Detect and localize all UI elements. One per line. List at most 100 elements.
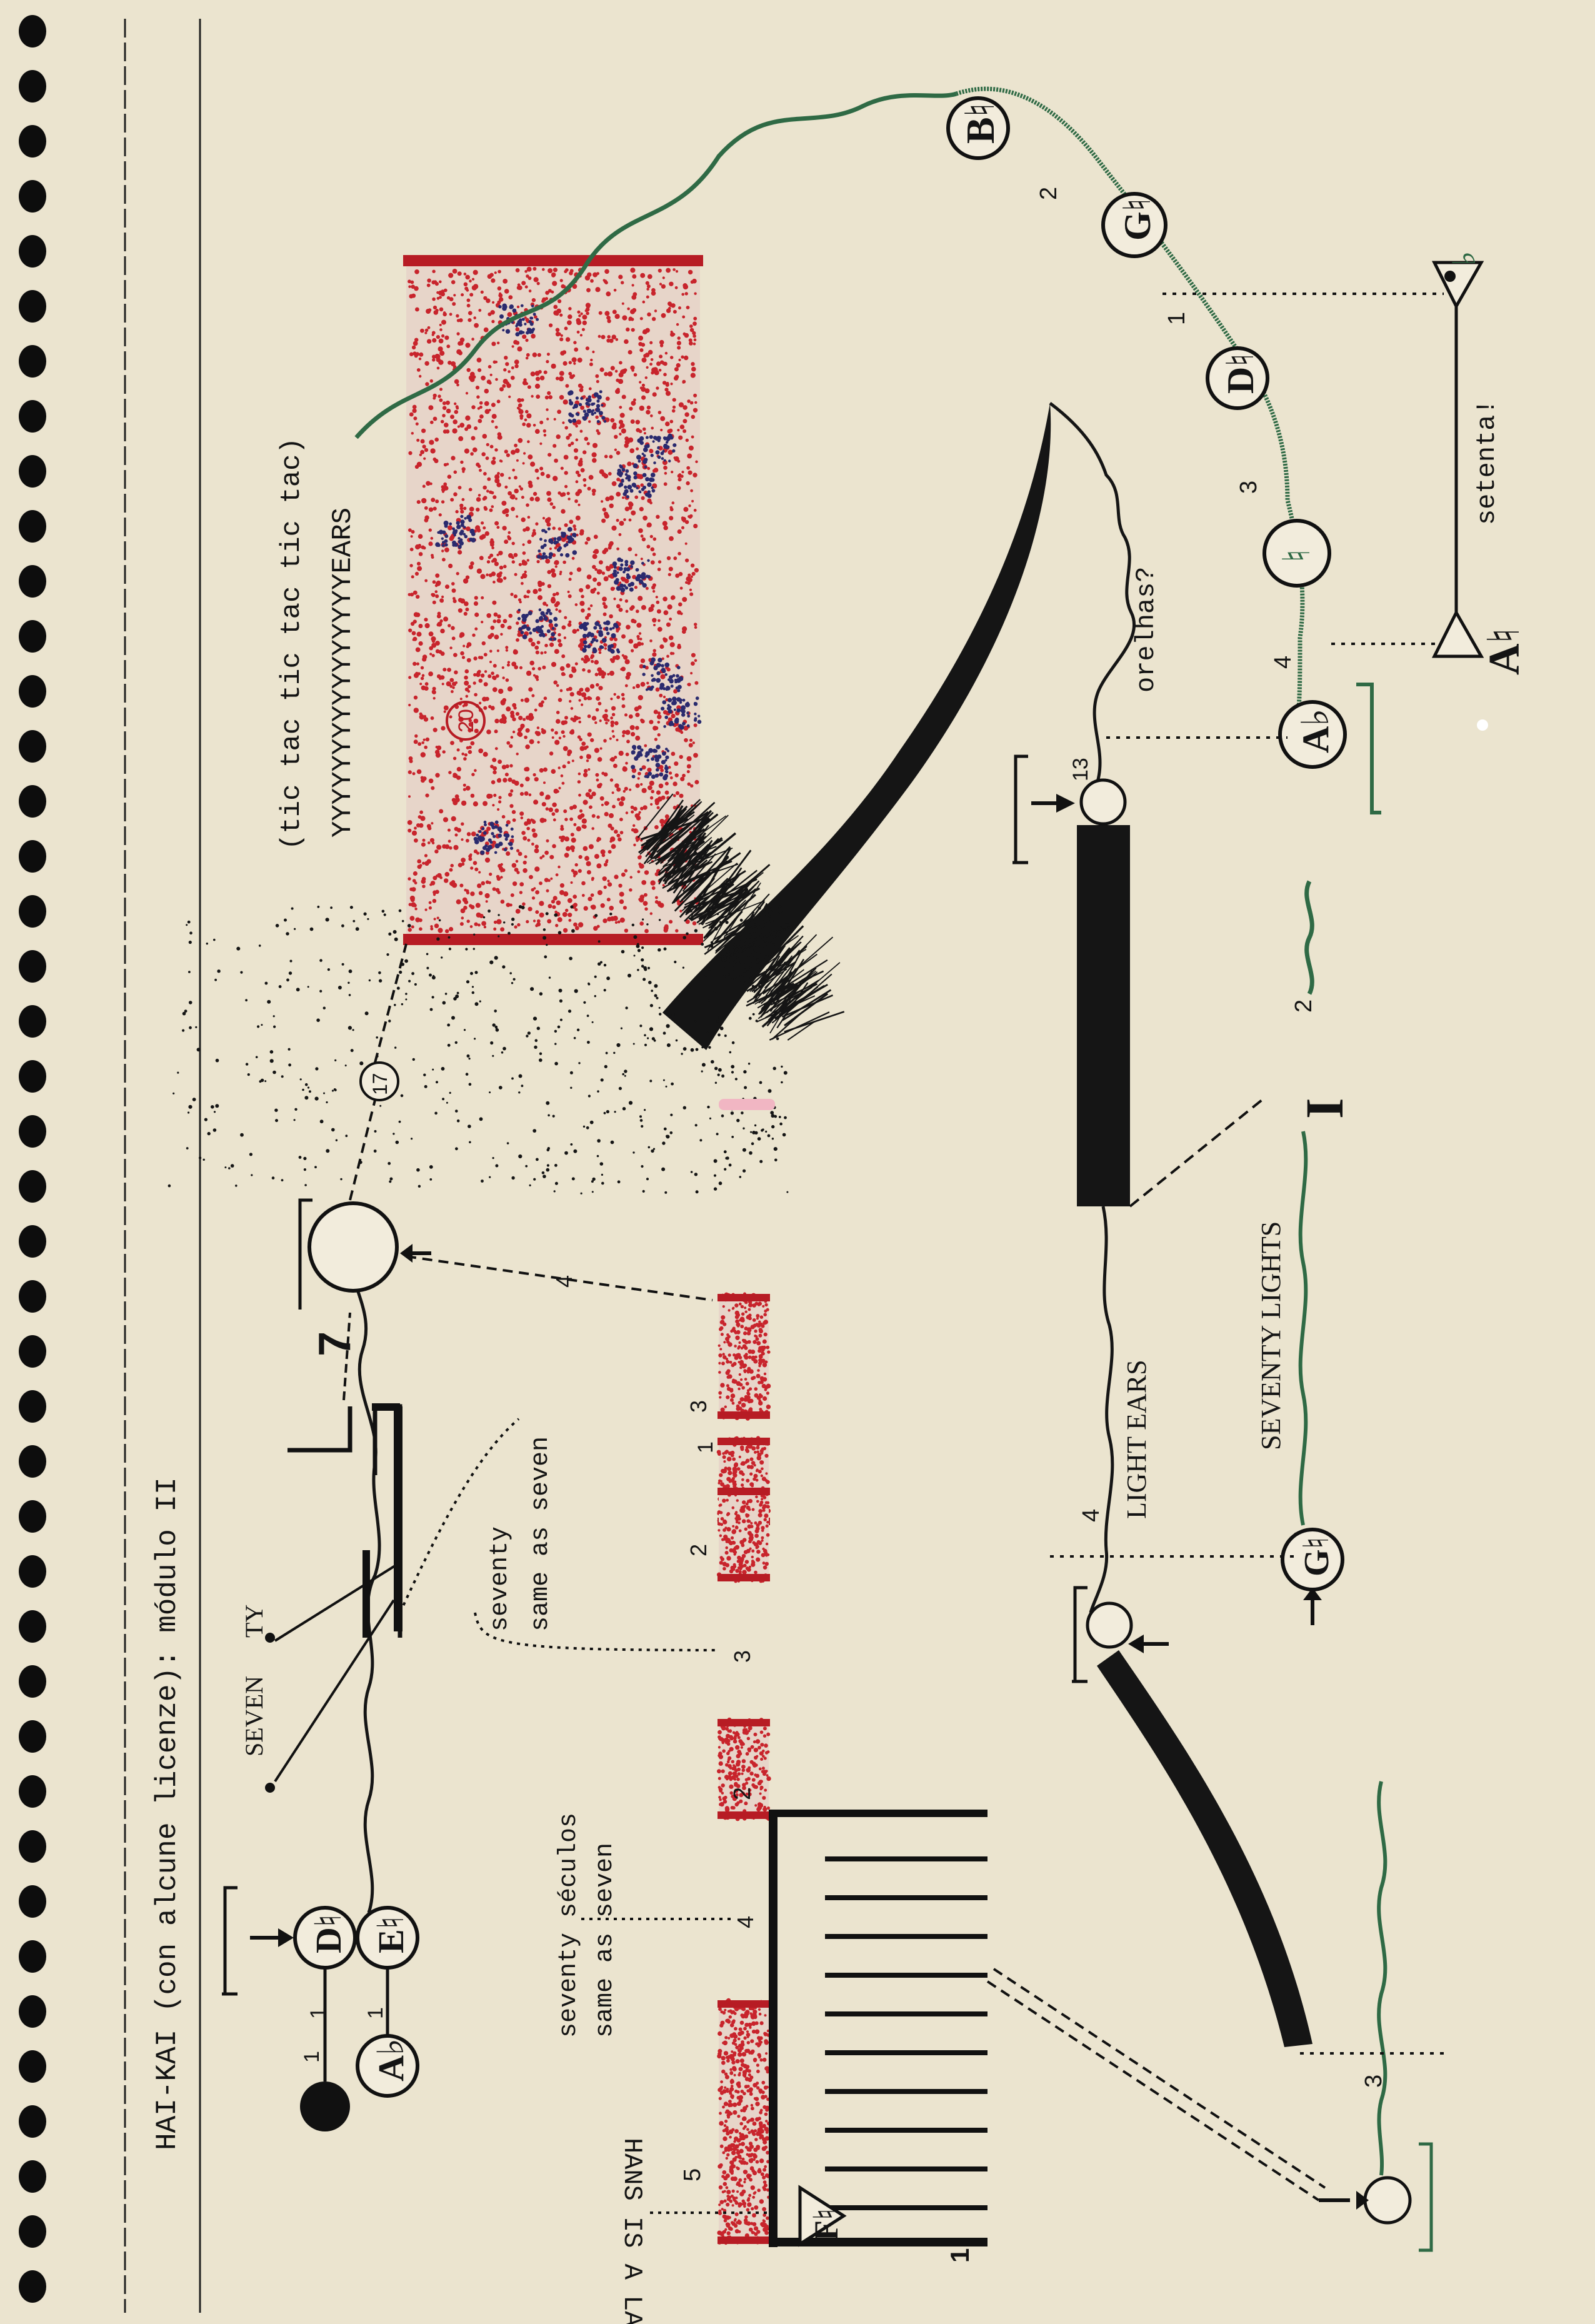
seventy-text: seventy [486, 1526, 514, 1631]
black-wavy-loop [1049, 402, 1136, 801]
staircase-bar-3 [362, 1550, 370, 1638]
seven-label: SEVEN [240, 1676, 268, 1756]
dashed-seven-1 [342, 1312, 351, 1401]
note-f-natural: F♮ [798, 2185, 847, 2247]
double-dashed-2 [986, 1980, 1320, 2201]
double-dashed-1 [992, 1968, 1326, 2189]
bracket-big-circle [298, 1198, 312, 1310]
number-1-d: 1 [306, 2007, 330, 2019]
number-2-block: 2 [729, 1787, 756, 1800]
note-e-natural-top: E♮ [356, 1906, 419, 1970]
bracket-a-flat [1356, 683, 1381, 814]
arrow-bottom-head [1356, 2191, 1369, 2210]
hans-text: HANS IS A LAD [617, 2138, 647, 2324]
comb-shape [769, 1810, 988, 2247]
note-a-flat-arc: A♭ [1278, 700, 1347, 769]
svg-text:20: 20 [454, 709, 478, 733]
black-bar [1077, 825, 1130, 1206]
number-2-wave: 2 [1291, 999, 1317, 1013]
dotted-curve-seventy [399, 1418, 520, 1613]
number-3-dots: 3 [729, 1650, 755, 1663]
number-3-small: 3 [686, 1400, 711, 1413]
circle-13 [1079, 778, 1127, 826]
note-g-natural-arc: G♮ [1101, 192, 1168, 258]
bracket-top-notes [222, 1886, 238, 1996]
seven-dot [265, 1783, 275, 1793]
svg-text:17: 17 [369, 1073, 391, 1095]
bracket-bottom [1419, 2142, 1433, 2252]
page-title: HAI-KAI (con alcune licenze): módulo II [151, 1477, 184, 2150]
setenta-triangle-bottom [1431, 609, 1484, 658]
svg-text:D♮: D♮ [1220, 353, 1261, 394]
green-wave-seventy-lights [1298, 1131, 1308, 1526]
setenta-text: setenta! [1472, 399, 1502, 525]
arrow-curved-top-head [1128, 1635, 1144, 1653]
arrow-big-circle-head [400, 1244, 412, 1263]
circle-curved-top [1086, 1601, 1133, 1649]
same-as-seven-2-text: same as seven [591, 1843, 619, 2038]
dashed-circle-to-small-block [406, 1255, 713, 1301]
dashed-17-to-block [374, 943, 408, 1063]
number-5: 5 [679, 2168, 706, 2181]
arc-number-3: 3 [1236, 481, 1262, 494]
number-7: 7 [310, 1331, 360, 1356]
svg-text:G♮: G♮ [1298, 1536, 1336, 1576]
seventy-lights-text: SEVENTY LIGHTS [1256, 1221, 1286, 1450]
pink-mark [719, 1099, 775, 1110]
number-3-bottom: 3 [1361, 2075, 1387, 2088]
seven-line [274, 1599, 395, 1783]
scatter-dots [168, 904, 789, 1195]
arrow-top-notes-head [278, 1928, 294, 1947]
svg-text:B♮: B♮ [958, 103, 1002, 144]
number-1-small: 1 [694, 1441, 718, 1453]
black-dot-top [300, 2081, 350, 2131]
dashed-bar-1 [1129, 1096, 1267, 1208]
big-circle [308, 1201, 399, 1293]
circled-20: 20 [446, 701, 486, 741]
black-curved-bar [1097, 1650, 1312, 2047]
note-a-flat-top: A♭ [356, 2034, 419, 2098]
same-as-seven-text: same as seven [527, 1436, 555, 1631]
setenta-flat-top: ♭ [1447, 251, 1482, 266]
number-4-dots: 4 [732, 1916, 758, 1928]
circled-17: 17 [359, 1061, 399, 1101]
orelhas-text: orelhas? [1131, 566, 1161, 693]
number-2-small: 2 [686, 1544, 711, 1556]
svg-text:G♮: G♮ [1117, 198, 1158, 241]
note-natural-arc: ♮ [1262, 519, 1331, 588]
tic-tac-text: (tic tac tic tac tic tac) [276, 438, 308, 850]
note-b-natural-arc: B♮ [946, 96, 1010, 160]
green-wavy-line-top [354, 91, 958, 439]
number-1-ab: 1 [300, 2051, 324, 2063]
number-4-dash: 4 [551, 1275, 577, 1288]
dashed-to-17 [349, 1099, 376, 1201]
staircase-shape [288, 1404, 402, 1638]
green-wave-2 [1304, 880, 1314, 995]
circle-bottom [1363, 2176, 1412, 2225]
arc-number-2: 2 [1036, 187, 1062, 200]
seventy-seculos-text: seventy séculos [555, 1813, 583, 2038]
black-fan [637, 403, 1051, 1050]
ink-speck [1477, 719, 1488, 731]
note-g-natural: G♮ [1281, 1528, 1344, 1591]
setenta-dot-top [1444, 271, 1456, 282]
green-wave-bottom [1377, 1781, 1388, 2176]
svg-text:A♭: A♭ [1295, 708, 1336, 753]
binding-holes [19, 15, 46, 2303]
bracket-curved-top [1072, 1586, 1088, 1683]
red-dot-blocks-small [716, 1292, 771, 2245]
svg-text:A♭: A♭ [371, 2038, 411, 2081]
note-d-natural-top: D♮ [293, 1906, 357, 1970]
note-d-natural-arc: D♮ [1206, 346, 1269, 410]
number-4-light-ears: 4 [1078, 1509, 1104, 1522]
svg-text:D♮: D♮ [308, 1914, 349, 1953]
ty-dot [265, 1633, 275, 1643]
svg-text:♮: ♮ [1276, 549, 1318, 563]
number-13: 13 [1069, 758, 1092, 781]
roman-I: I [1294, 1098, 1354, 1119]
setenta-triangle-top [1431, 261, 1484, 310]
green-arc-wave [955, 86, 1305, 744]
setenta-a-natural: A♮ [1481, 628, 1529, 675]
